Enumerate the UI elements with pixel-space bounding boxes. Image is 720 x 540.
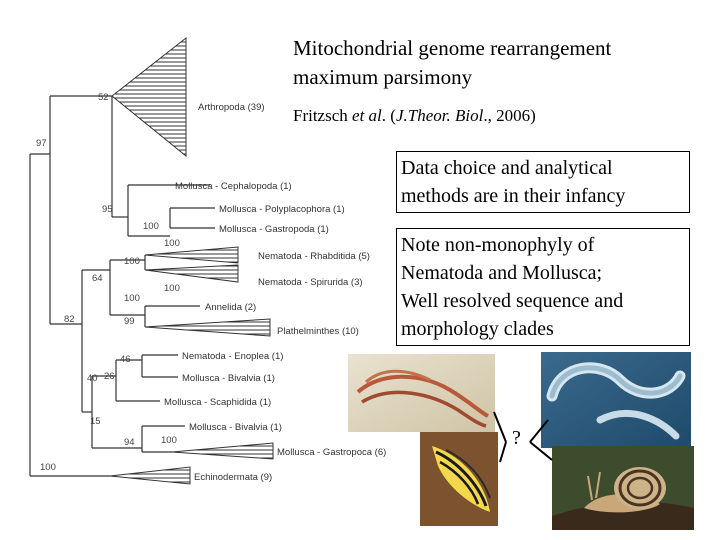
echinodermata-clade-wedge (109, 466, 191, 485)
note-line: Data choice and analytical (401, 157, 613, 179)
taxon-label: Arthropoda (39) (198, 102, 265, 113)
bootstrap-value: 26 (104, 371, 115, 382)
nematode-micrograph-photo (541, 352, 691, 448)
taxon-label: Annelida (2) (205, 302, 256, 313)
connector-line (499, 441, 507, 463)
taxon-label: Nematoda - Enoplea (1) (182, 351, 283, 362)
title-line-1: Mitochondrial genome rearrangement (293, 36, 612, 60)
citation-etal: et al (352, 106, 382, 125)
title-line-2: maximum parsimony (293, 65, 473, 89)
citation-sep1: . ( (381, 106, 396, 125)
bootstrap-value: 95 (102, 204, 113, 215)
citation-journal: J.Theor. Biol (395, 106, 484, 125)
citation-author: Fritzsch (293, 106, 353, 125)
bootstrap-value: 52 (98, 92, 109, 103)
bootstrap-value: 100 (124, 256, 140, 267)
note-line: Note non-monophyly of (401, 234, 595, 256)
bootstrap-value: 94 (124, 437, 135, 448)
bootstrap-value: 82 (64, 314, 75, 325)
citation: Fritzsch et al. (J.Theor. Biol., 2006) (293, 106, 536, 126)
connector-line (493, 411, 507, 443)
taxon-label: Mollusca - Gastropoda (1) (219, 224, 329, 235)
note-line: methods are in their infancy (401, 185, 626, 207)
snail-photo (552, 446, 694, 530)
note-box-non-monophyly: Note non-monophyly of Nematoda and Mollu… (396, 228, 690, 346)
taxon-labels: Arthropoda (39) Mollusca - Cephalopoda (… (164, 102, 386, 483)
collapsed-clades (109, 36, 274, 485)
bootstrap-value: 97 (36, 138, 47, 149)
taxon-label: Mollusca - Cephalopoda (1) (175, 181, 292, 192)
connector-line (529, 419, 549, 443)
taxon-label: Plathelminthes (10) (277, 326, 359, 337)
bootstrap-value: 15 (90, 416, 101, 427)
taxon-label: Nematoda - Rhabditida (5) (258, 251, 370, 262)
bootstrap-value: 100 (124, 293, 140, 304)
note-line: Nematoda and Mollusca; (401, 262, 603, 284)
bootstrap-values: 52 97 95 100 100 100 64 100 100 82 99 46… (36, 92, 180, 473)
taxon-label: Mollusca - Bivalvia (1) (182, 373, 275, 384)
bootstrap-value: 40 (87, 373, 98, 384)
phylogenetic-tree (29, 95, 215, 477)
taxon-label: Mollusca - Scaphidida (1) (164, 397, 271, 408)
plathelminthes-clade-wedge (144, 318, 271, 337)
spirurida-clade-wedge (144, 264, 239, 283)
slide-title: Mitochondrial genome rearrangement maxim… (293, 34, 611, 92)
taxon-label: Mollusca - Gastropoca (6) (277, 447, 386, 458)
bootstrap-value: 100 (40, 462, 56, 473)
bootstrap-value: 99 (124, 316, 135, 327)
note-line: morphology clades (401, 318, 554, 340)
connector-line (529, 441, 553, 461)
note-box-data-choice: Data choice and analytical methods are i… (396, 151, 690, 213)
bootstrap-value: 100 (161, 435, 177, 446)
relationship-connector (493, 411, 553, 463)
arthropoda-clade-wedge (111, 36, 187, 158)
question-mark: ? (512, 427, 521, 449)
taxon-label: Mollusca - Polyplacophora (1) (219, 204, 345, 215)
taxon-label: Nematoda - Spirurida (3) (258, 277, 363, 288)
taxon-label: Mollusca - Bivalvia (1) (189, 422, 282, 433)
bootstrap-value: 100 (143, 221, 159, 232)
bootstrap-value: 100 (164, 283, 180, 294)
note-line: Well resolved sequence and (401, 290, 624, 312)
rhabditida-clade-wedge (144, 246, 239, 264)
gastropoda-clade-wedge (171, 442, 274, 460)
citation-sep2: ., 2006) (483, 106, 536, 125)
bootstrap-value: 100 (164, 238, 180, 249)
nematode-worms-photo (348, 354, 495, 432)
bootstrap-value: 46 (120, 354, 131, 365)
sea-slug-photo (420, 432, 498, 526)
bootstrap-value: 64 (92, 273, 103, 284)
taxon-label: Echinodermata (9) (194, 472, 272, 483)
